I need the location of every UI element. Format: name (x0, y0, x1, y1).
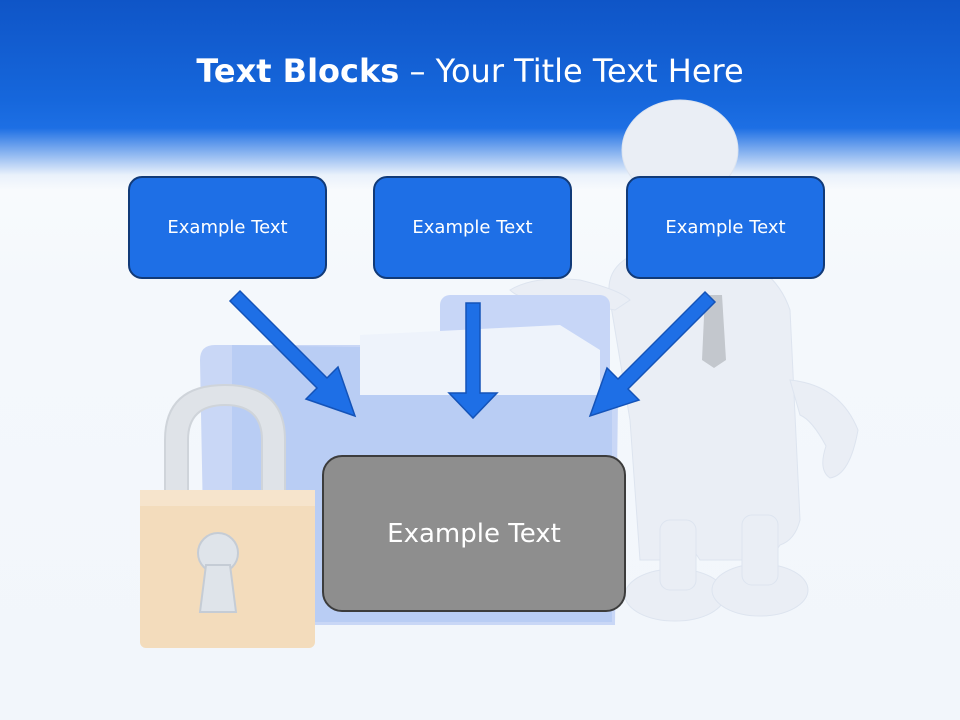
title-dash: – (399, 52, 436, 90)
title-rest: Your Title Text Here (435, 52, 744, 90)
arrow-middle (447, 302, 499, 420)
padlock-icon (140, 383, 315, 648)
text-block-3[interactable]: Example Text (626, 176, 825, 279)
arrow-down-icon (588, 290, 717, 418)
text-block-2[interactable]: Example Text (373, 176, 572, 279)
arrow-right (588, 290, 717, 418)
arrow-down-icon (228, 289, 357, 418)
center-text-block[interactable]: Example Text (322, 455, 626, 612)
arrow-down-icon (447, 302, 499, 420)
text-block-1-label: Example Text (167, 217, 288, 238)
tie-icon (702, 295, 726, 368)
text-block-2-label: Example Text (412, 217, 533, 238)
text-block-3-label: Example Text (665, 217, 786, 238)
slide-title: Text Blocks – Your Title Text Here (0, 52, 940, 90)
center-text-block-label: Example Text (387, 518, 561, 549)
text-block-1[interactable]: Example Text (128, 176, 327, 279)
title-bar: Text Blocks – Your Title Text Here (0, 0, 960, 190)
title-bold: Text Blocks (196, 52, 400, 90)
arrow-left (228, 289, 357, 418)
